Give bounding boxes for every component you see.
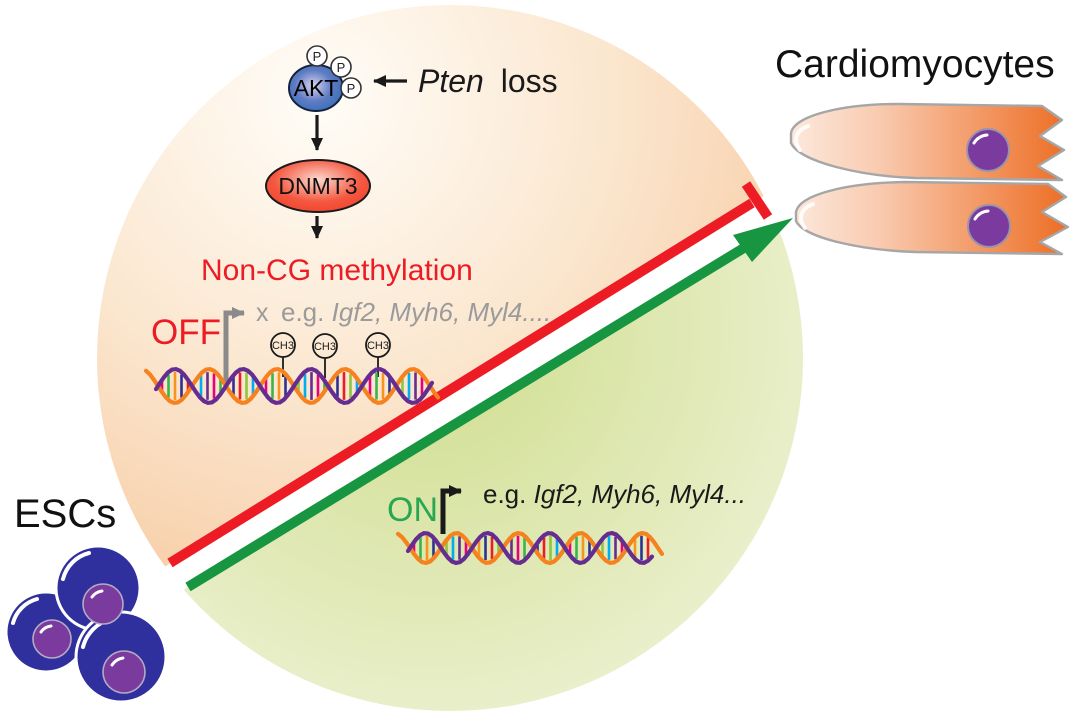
esc-cell-highlight <box>11 597 39 625</box>
phosphate-label: P <box>337 60 346 75</box>
methyl-label: CH3 <box>367 340 389 352</box>
akt-node: AKT P P P <box>288 45 362 112</box>
activation-shaft <box>185 238 755 592</box>
cardiomyocyte-nucleus-highlight <box>972 133 989 145</box>
on-genes-label: e.g. Igf2, Myh6, Myl4... <box>483 479 746 509</box>
activation-arrowhead-icon <box>733 218 793 262</box>
promoter-arrow-on-icon <box>440 485 462 534</box>
methyl-group: CH3 <box>312 333 338 378</box>
phosphate-badge: P <box>330 56 352 78</box>
cardiomyocyte-title: Cardiomyocytes <box>775 43 1055 86</box>
on-genes-prefix: e.g. <box>483 479 526 509</box>
dna-strand <box>143 366 441 406</box>
pten-suffix: loss <box>501 63 558 99</box>
dnmt3-node: DNMT3 <box>265 159 371 213</box>
on-genes-list: Igf2, Myh6, Myl4... <box>534 479 746 509</box>
methyl-group: CH3 <box>365 332 391 377</box>
inhibition-shaft <box>167 198 755 568</box>
dnmt3-ellipse <box>265 159 371 213</box>
dna-strand <box>153 366 435 406</box>
inhibition-line <box>167 181 773 568</box>
off-genes-label: e.g. Igf2, Myh6, Myl4.... <box>281 297 551 327</box>
esc-nucleus-highlight <box>39 624 53 634</box>
phosphate-badge: P <box>340 77 362 99</box>
on-state-label: ON <box>387 491 438 529</box>
methyl-label: CH3 <box>272 340 294 352</box>
dna-helix-methylated <box>143 366 441 406</box>
methyl-circle-icon <box>312 333 338 359</box>
phosphate-circle-icon <box>306 45 328 67</box>
phosphate-circle-icon <box>340 77 362 99</box>
cardiomyocyte-cell <box>789 102 1066 182</box>
phosphate-label: P <box>347 81 356 96</box>
akt-label: AKT <box>294 75 339 101</box>
pten-loss-label: Pten loss <box>418 63 558 99</box>
noncg-methylation-label: Non-CG methylation <box>201 254 473 287</box>
methyl-circle-icon <box>270 332 296 358</box>
dna-strand <box>405 530 655 566</box>
cardiomyocyte-cell <box>794 180 1070 256</box>
cardiomyocyte-cluster <box>789 102 1070 256</box>
cardiomyocyte-state-region <box>97 35 803 711</box>
off-gene-section: OFF x e.g. Igf2, Myh6, Myl4.... CH3 CH3 … <box>143 297 551 406</box>
dna-helix-unmethylated <box>395 530 665 566</box>
phosphate-label: P <box>313 49 322 64</box>
on-gene-section: ON e.g. Igf2, Myh6, Myl4... <box>387 479 746 566</box>
phosphate-circle-icon <box>330 56 352 78</box>
esc-cell-cluster <box>4 544 168 704</box>
phosphate-badge: P <box>306 45 328 67</box>
esc-nucleus-highlight <box>90 589 104 599</box>
off-state-label: OFF <box>151 313 221 352</box>
promoter-arrow-off-icon <box>223 307 245 384</box>
esc-title: ESCs <box>14 492 116 536</box>
cardiomyocyte-nucleus-highlight <box>973 209 990 221</box>
esc-cell-highlight <box>61 551 91 581</box>
repressed-x-mark: x <box>256 299 269 327</box>
methyl-circle-icon <box>365 332 391 358</box>
cardiomyocyte-fold-highlight <box>794 124 810 152</box>
cardiomyocyte-fold-highlight <box>799 202 815 230</box>
activation-arrow <box>185 218 793 592</box>
dnmt3-label: DNMT3 <box>278 173 357 199</box>
off-genes-prefix: e.g. <box>281 297 324 327</box>
inhibition-tbar-icon <box>741 181 773 220</box>
pten-gene-name: Pten <box>418 63 484 99</box>
esc-nucleus-highlight <box>110 656 125 667</box>
off-genes-list: Igf2, Myh6, Myl4.... <box>332 297 552 327</box>
methyl-label: CH3 <box>314 341 336 353</box>
